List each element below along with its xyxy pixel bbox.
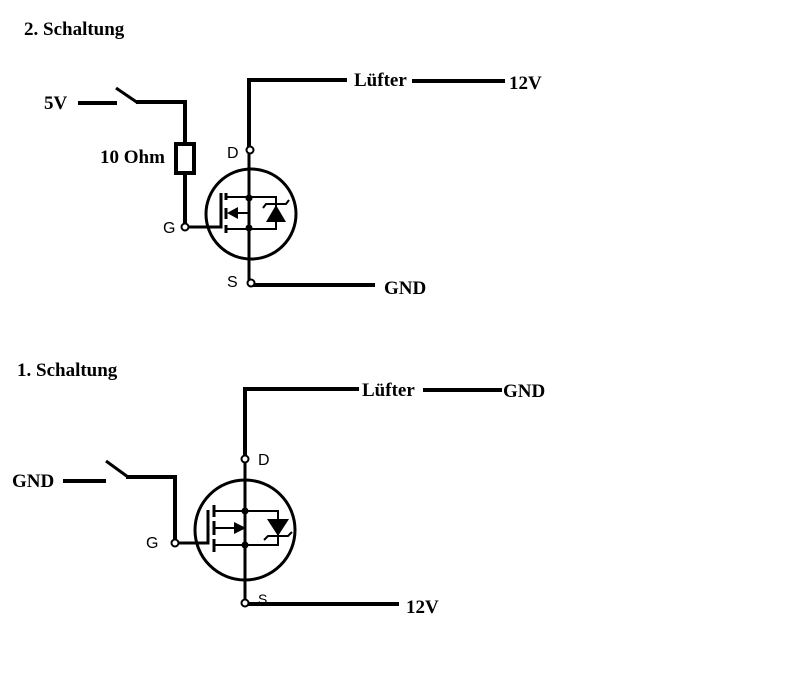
circuit-2-terminal-s (246, 278, 256, 288)
circuit-1-source-label: 12V (406, 597, 439, 618)
circuit-2-mosfet-body (204, 167, 298, 261)
circuit-1-supply-label: GND (12, 471, 54, 492)
circuit-1-arrow (234, 522, 246, 534)
circuit-2-arrow (227, 207, 238, 219)
circuit-2-supply-label: 5V (44, 93, 68, 114)
circuit-2-drain-supply-label: 12V (509, 73, 542, 94)
circuit-2-resistor (174, 142, 196, 175)
circuit-2-source-label: GND (384, 278, 426, 299)
circuit-2-drain-wire (247, 78, 347, 150)
circuit-2-resistor-label: 10 Ohm (100, 147, 165, 168)
circuit-2-switch-wire (136, 100, 187, 146)
circuit-1-terminal-s (240, 598, 250, 608)
circuit-2-pin-d: D (227, 145, 239, 162)
circuit-2-gate-plate (188, 193, 223, 229)
circuit-1-load-label: Lüfter (362, 380, 415, 401)
circuit-1-drain-supply-label: GND (503, 381, 545, 402)
circuit-1-pin-d: D (258, 452, 270, 469)
circuit-1-pin-s: S (258, 591, 267, 607)
circuit-1-terminal-d (240, 454, 250, 464)
circuit-2-switch (115, 86, 139, 105)
circuit-2-load-label: Lüfter (354, 70, 407, 91)
circuit-2-pin-s: S (227, 274, 238, 291)
circuit-2-terminal-g (180, 222, 190, 232)
circuit-1-mosfet (178, 462, 297, 600)
circuit-1-switch-wire (126, 475, 177, 545)
circuit-1-title: 1. Schaltung (17, 360, 118, 381)
circuit-1-drain-wire (243, 387, 359, 459)
circuit-1-pin-g: G (146, 535, 158, 552)
circuit-2-pin-g: G (163, 220, 175, 237)
circuit-1-terminal-g (170, 538, 180, 548)
circuit-2-terminal-d (245, 145, 255, 155)
circuit-1-gate-plate (178, 510, 210, 545)
circuit-2-title: 2. Schaltung (24, 19, 125, 40)
circuit-1-switch (105, 459, 129, 479)
circuit-1: 1. Schaltung GND Lüfter GND 12V (12, 360, 545, 618)
circuit-2: 2. Schaltung 5V 10 Ohm Lüfter 12V GND (24, 19, 542, 299)
circuit-2-mosfet (188, 153, 298, 281)
circuit-2-diode (266, 205, 286, 222)
circuit-1-diode (267, 519, 289, 536)
